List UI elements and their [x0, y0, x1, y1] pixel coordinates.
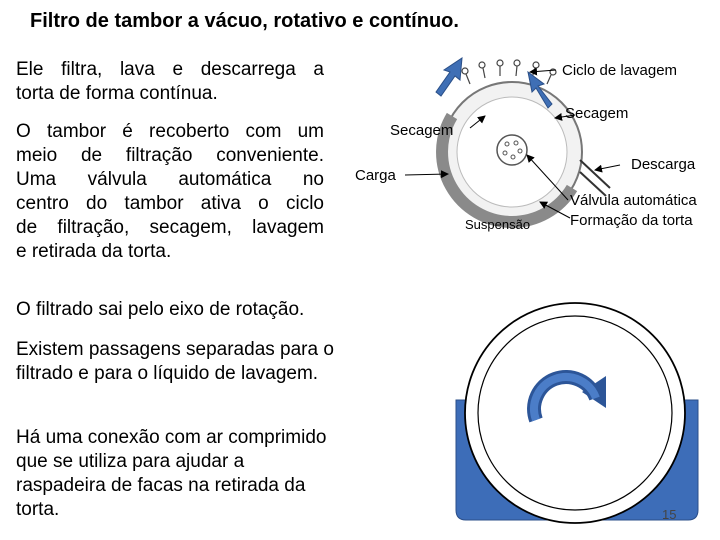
- label-carga: Carga: [355, 167, 396, 184]
- label-formacao: Formação da torta: [570, 212, 693, 229]
- label-ciclo-lavagem: Ciclo de lavagem: [562, 62, 678, 79]
- paragraph-line: Uma válvula automática no: [16, 169, 324, 190]
- paragraph-air: Há uma conexão com ar comprimido que se …: [16, 427, 327, 520]
- paragraph-intro-end: torta de forma contínua.: [16, 82, 324, 106]
- drum-outer: [464, 302, 686, 524]
- label-suspensao: Suspensão: [465, 217, 531, 232]
- paragraph-intro: Ele filtra, lava e descarrega a: [16, 58, 324, 82]
- paragraph-line: e retirada da torta.: [16, 241, 172, 262]
- page-number: 15: [662, 507, 677, 522]
- label-secagem-right: Secagem: [565, 105, 629, 122]
- label-secagem-left: Secagem: [390, 122, 454, 139]
- rotation-arrow-icon: [527, 370, 606, 423]
- paragraph-line: torta de forma contínua.: [16, 83, 218, 104]
- slide-title: Filtro de tambor a vácuo, rotativo e con…: [30, 10, 459, 32]
- blue-arrow-icon: [435, 57, 553, 109]
- scraper-knife: [579, 159, 611, 197]
- paragraph-line: O tambor é recoberto com um: [16, 121, 324, 142]
- paragraph-passages: Existem passagens separadas para o filtr…: [16, 339, 334, 384]
- label-pointers: [404, 67, 621, 219]
- paragraph-line: centro do tambor ativa o ciclo: [16, 193, 324, 214]
- paragraph-line: de filtração, secagem, lavagem: [16, 217, 324, 238]
- paragraph-filtrate: O filtrado sai pelo eixo de rotação.: [16, 299, 305, 320]
- valve-hub: [496, 134, 528, 166]
- label-descarga: Descarga: [631, 156, 696, 173]
- paragraph-line: Ele filtra, lava e descarrega a: [16, 59, 324, 80]
- label-valvula: Válvula automática: [570, 192, 697, 209]
- paragraph-drum: O tambor é recoberto com um meio de filt…: [16, 120, 324, 264]
- paragraph-line: meio de filtração conveniente.: [16, 145, 324, 166]
